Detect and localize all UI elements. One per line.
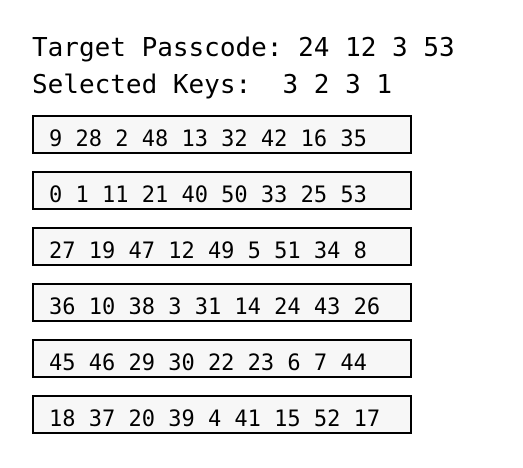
key-row-numbers: 45 46 29 30 22 23 6 7 44 — [49, 351, 367, 376]
key-row-4[interactable]: 36 10 38 3 31 14 24 43 26 — [32, 283, 412, 322]
key-row-numbers: 0 1 11 21 40 50 33 25 53 — [49, 183, 367, 208]
key-row-3[interactable]: 27 19 47 12 49 5 51 34 8 — [32, 227, 412, 266]
key-row-numbers: 36 10 38 3 31 14 24 43 26 — [49, 295, 381, 320]
target-passcode-label: Target Passcode: — [32, 33, 283, 63]
target-passcode: Target Passcode: 24 12 3 53 — [32, 33, 455, 63]
key-row-numbers: 9 28 2 48 13 32 42 16 35 — [49, 127, 367, 152]
selected-keys-value: 3 2 3 1 — [282, 70, 393, 100]
key-row-2[interactable]: 0 1 11 21 40 50 33 25 53 — [32, 171, 412, 210]
key-row-numbers: 27 19 47 12 49 5 51 34 8 — [49, 239, 367, 264]
key-row-5[interactable]: 45 46 29 30 22 23 6 7 44 — [32, 339, 412, 378]
key-row-6[interactable]: 18 37 20 39 4 41 15 52 17 — [32, 395, 412, 434]
key-row-numbers: 18 37 20 39 4 41 15 52 17 — [49, 407, 381, 432]
selected-keys-label: Selected Keys: — [32, 70, 252, 100]
key-row-1[interactable]: 9 28 2 48 13 32 42 16 35 — [32, 115, 412, 154]
selected-keys: Selected Keys: 3 2 3 1 — [32, 70, 392, 100]
target-passcode-value: 24 12 3 53 — [298, 33, 455, 63]
